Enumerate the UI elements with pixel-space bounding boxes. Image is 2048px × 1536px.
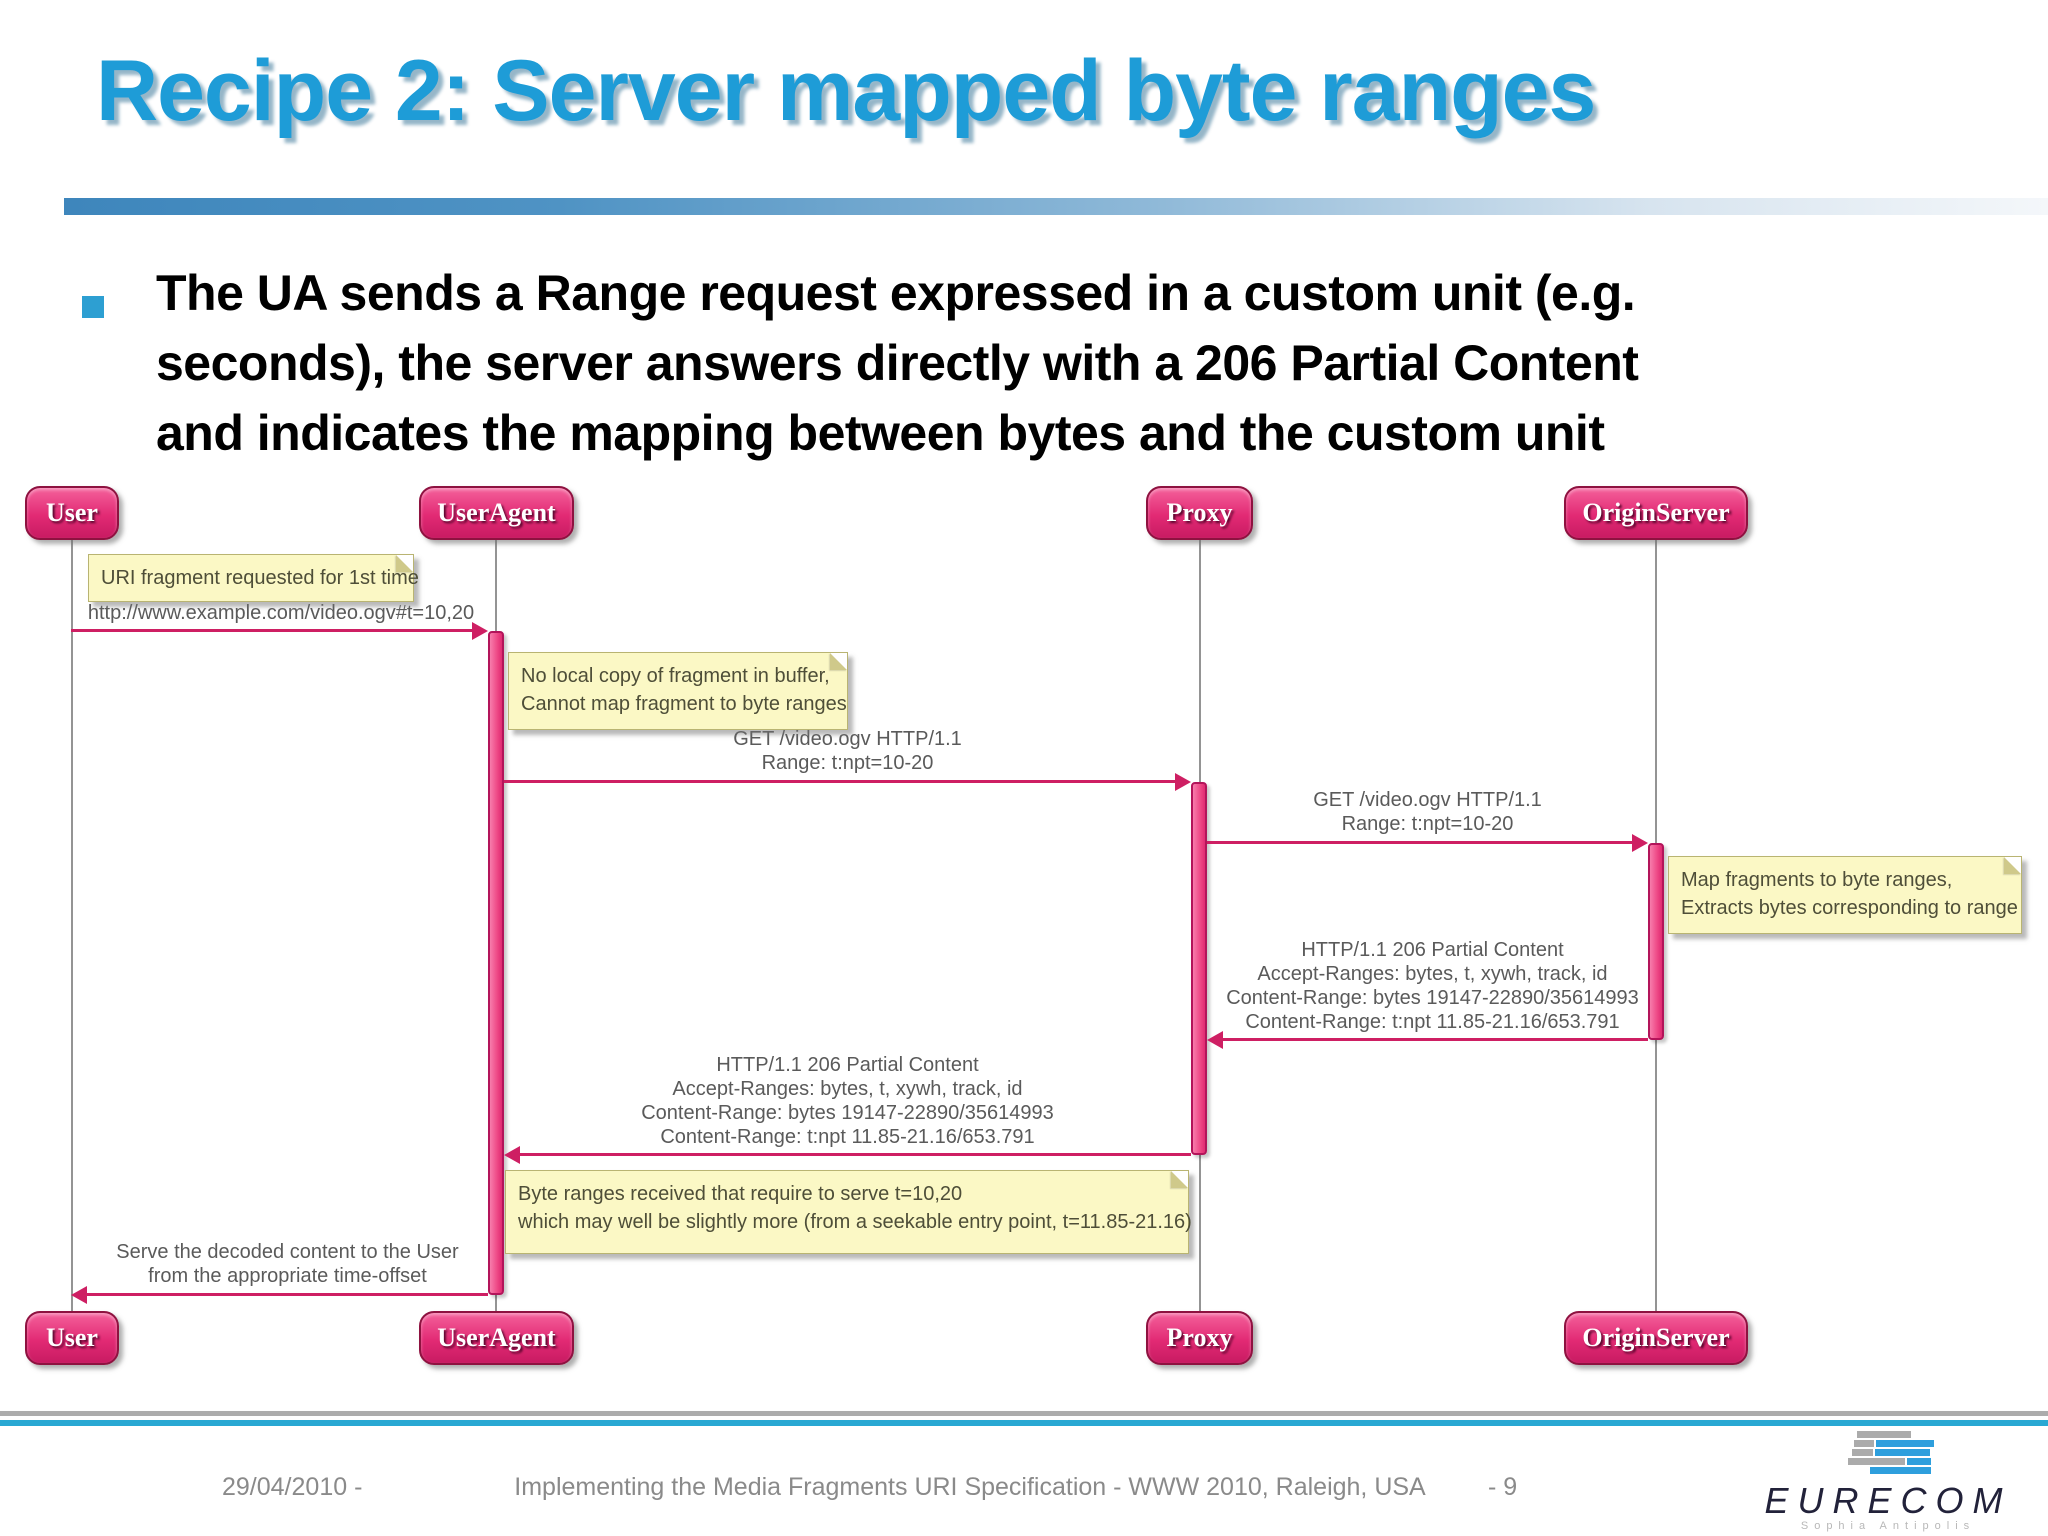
bullet-line: and indicates the mapping between bytes … <box>156 405 1605 461</box>
message-text: from the appropriate time-offset <box>148 1265 427 1287</box>
footer-date: 29/04/2010 - <box>222 1473 363 1501</box>
actor-label: UserAgent <box>437 1323 556 1352</box>
activation-proxy <box>1191 782 1207 1155</box>
message-text: Accept-Ranges: bytes, t, xywh, track, id <box>672 1078 1023 1100</box>
message-text: Content-Range: bytes 19147-22890/3561499… <box>641 1102 1054 1124</box>
actor-originserver-top: OriginServer <box>1564 486 1748 540</box>
message-text: http://www.example.com/video.ogv#t=10,20 <box>87 602 475 624</box>
arrowhead-right-icon <box>472 622 488 640</box>
note-text: Cannot map fragment to byte ranges <box>521 693 847 715</box>
message-text: Accept-Ranges: bytes, t, xywh, track, id <box>1257 963 1608 985</box>
actor-label: UserAgent <box>437 498 556 527</box>
activation-useragent <box>488 631 504 1295</box>
footer-page-number: - 9 <box>1488 1473 1518 1501</box>
logo-bar <box>1870 1467 1931 1474</box>
arrowhead-right-icon <box>1632 834 1648 852</box>
note-text: Map fragments to byte ranges, <box>1681 869 1953 891</box>
logo-bar <box>1848 1458 1905 1465</box>
logo-bar <box>1854 1440 1874 1447</box>
note-byte-ranges-received: Byte ranges received that require to ser… <box>505 1170 1192 1254</box>
logo-subtitle: Sophia Antipolis <box>1800 1520 1976 1532</box>
bullet-marker <box>82 296 104 318</box>
logo-bar <box>1907 1458 1931 1465</box>
actor-user-bottom: User <box>25 1311 119 1365</box>
activation-originserver <box>1648 843 1664 1040</box>
actor-label: User <box>46 1323 98 1352</box>
actor-label: User <box>46 498 98 527</box>
note-text: Byte ranges received that require to ser… <box>518 1183 963 1205</box>
note-map-fragments: Map fragments to byte ranges, Extracts b… <box>1668 856 2022 934</box>
note-text: No local copy of fragment in buffer, <box>521 665 830 687</box>
message-text: Range: t:npt=10-20 <box>1341 813 1514 835</box>
arrowhead-left-icon <box>504 1146 520 1164</box>
message-text: GET /video.ogv HTTP/1.1 <box>1313 789 1542 811</box>
message-text: GET /video.ogv HTTP/1.1 <box>733 728 962 750</box>
message-text: Content-Range: t:npt 11.85-21.16/653.791 <box>1245 1011 1620 1033</box>
page-title: Recipe 2: Server mapped byte ranges <box>96 43 1596 139</box>
bullet-line: The UA sends a Range request expressed i… <box>156 265 1636 321</box>
arrowhead-left-icon <box>1207 1031 1223 1049</box>
actor-user-top: User <box>25 486 119 540</box>
bullet-paragraph: The UA sends a Range request expressed i… <box>156 258 1976 468</box>
note-no-local-copy: No local copy of fragment in buffer, Can… <box>508 652 848 730</box>
logo-bar <box>1875 1449 1930 1456</box>
bullet-line: seconds), the server answers directly wi… <box>156 335 1639 391</box>
actor-proxy-bottom: Proxy <box>1146 1311 1253 1365</box>
actor-label: Proxy <box>1166 498 1233 527</box>
logo-wordmark: EURECOM <box>1764 1480 2012 1521</box>
note-uri-first-time: URI fragment requested for 1st time <box>88 554 419 602</box>
lifeline-user <box>71 540 73 1311</box>
message-text: Content-Range: bytes 19147-22890/3561499… <box>1226 987 1639 1009</box>
actor-originserver-bottom: OriginServer <box>1564 1311 1748 1365</box>
title-rule <box>64 198 2048 215</box>
message-text: Content-Range: t:npt 11.85-21.16/653.791 <box>660 1126 1035 1148</box>
logo-bar <box>1857 1431 1911 1438</box>
actor-useragent-top: UserAgent <box>419 486 574 540</box>
actor-label: OriginServer <box>1582 498 1730 527</box>
arrowhead-left-icon <box>71 1286 87 1304</box>
actor-label: Proxy <box>1166 1323 1233 1352</box>
footer-divider-gray <box>0 1411 2048 1416</box>
message-text: Serve the decoded content to the User <box>116 1241 459 1263</box>
message-text: HTTP/1.1 206 Partial Content <box>716 1054 979 1076</box>
actor-proxy-top: Proxy <box>1146 486 1253 540</box>
note-text: Extracts bytes corresponding to range <box>1681 897 2018 919</box>
logo-bar <box>1852 1449 1873 1456</box>
message-text: Range: t:npt=10-20 <box>761 752 934 774</box>
arrowhead-right-icon <box>1175 773 1191 791</box>
note-text: URI fragment requested for 1st time <box>101 567 419 589</box>
actor-label: OriginServer <box>1582 1323 1730 1352</box>
logo-bar <box>1876 1440 1934 1447</box>
footer-divider-cyan <box>0 1420 2048 1426</box>
message-text: HTTP/1.1 206 Partial Content <box>1301 939 1564 961</box>
actor-useragent-bottom: UserAgent <box>419 1311 574 1365</box>
footer-title: Implementing the Media Fragments URI Spe… <box>514 1473 1426 1501</box>
note-text: which may well be slightly more (from a … <box>518 1211 1192 1233</box>
